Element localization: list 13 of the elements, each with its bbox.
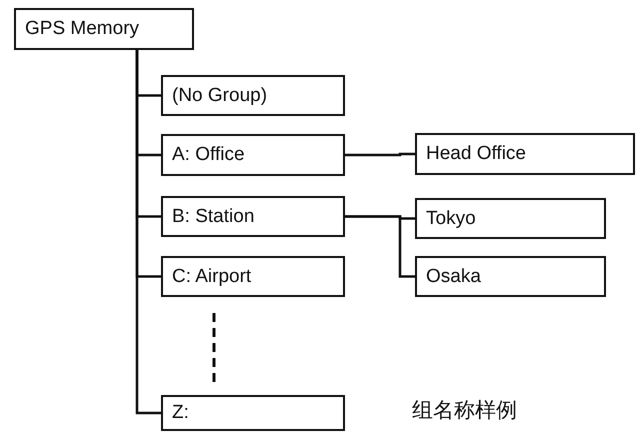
group-box: Tokyo [415,198,606,239]
group-box: C: Airport [161,256,345,297]
group-box: Head Office [415,133,635,175]
group-box: Z: [161,395,345,431]
connector-line [136,50,161,414]
group-box: GPS Memory [14,8,194,50]
connector-line [345,215,415,278]
caption-text: 组名称样例 [412,397,517,424]
group-box: A: Office [161,134,345,176]
connector-line [345,152,415,156]
group-box: B: Station [161,196,345,237]
group-box: (No Group) [161,75,345,116]
group-box: Osaka [415,256,606,297]
